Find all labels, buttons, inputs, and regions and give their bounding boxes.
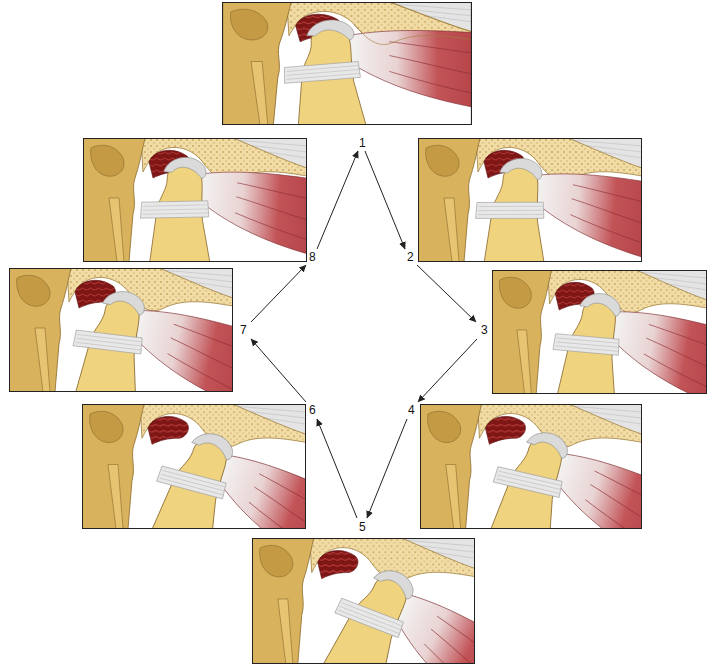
callout-number: 7 — [239, 323, 248, 337]
callout-number: 1 — [358, 136, 367, 150]
callout-number: 4 — [407, 403, 416, 417]
callout-number: 6 — [308, 403, 317, 417]
callout-number: 3 — [480, 323, 489, 337]
callout-number: 2 — [406, 250, 415, 264]
callout-number: 8 — [308, 250, 317, 264]
callout-number: 5 — [358, 520, 367, 534]
